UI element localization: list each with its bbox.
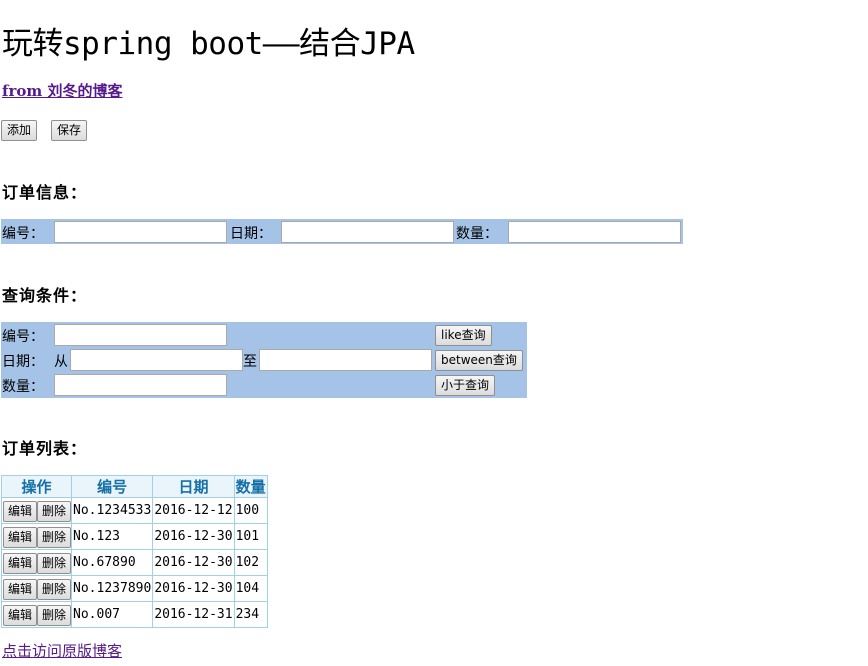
query-form: 编号： like查询 日期： 从 至 between查询 数量： 小于查询 [1, 322, 527, 398]
original-blog-link[interactable]: 点击访问原版博客 [2, 642, 123, 660]
table-row: 编辑删除 No.1237890 2016-12-30 104 [0, 575, 268, 602]
delete-button[interactable]: 删除 [37, 604, 72, 626]
add-button[interactable]: 添加 [1, 120, 38, 141]
row-actions: 编辑删除 [0, 601, 73, 628]
row-quantity: 102 [233, 549, 268, 576]
quantity-label: 数量： [456, 226, 498, 242]
row-date: 2016-12-31 [152, 601, 235, 628]
edit-button[interactable]: 编辑 [3, 500, 38, 522]
row-number: No.007 [71, 601, 154, 628]
less-than-query-button[interactable]: 小于查询 [435, 375, 496, 396]
save-button[interactable]: 保存 [51, 120, 88, 141]
from-label: 从 [54, 354, 68, 370]
row-date: 2016-12-30 [152, 523, 235, 550]
date-from-field[interactable] [70, 349, 243, 371]
between-query-button[interactable]: between查询 [435, 350, 523, 371]
date-field[interactable] [281, 221, 454, 243]
number-label: 编号： [2, 226, 44, 242]
row-number: No.123 [71, 523, 154, 550]
table-row: 编辑删除 No.67890 2016-12-30 102 [0, 549, 268, 576]
order-info-form: 编号： 日期： 数量： [1, 219, 683, 244]
date-label: 日期： [230, 226, 272, 242]
row-number: No.1234533 [71, 497, 154, 524]
query-quantity-label: 数量： [2, 379, 44, 395]
number-field[interactable] [54, 221, 227, 243]
date-to-field[interactable] [259, 349, 432, 371]
to-label: 至 [243, 354, 257, 370]
order-list-heading: 订单列表： [2, 439, 88, 458]
delete-button[interactable]: 删除 [37, 578, 72, 600]
edit-button[interactable]: 编辑 [3, 526, 38, 548]
row-actions: 编辑删除 [0, 497, 73, 524]
edit-button[interactable]: 编辑 [3, 604, 38, 626]
table-header-row: 操作 编号 日期 数量 [0, 475, 268, 498]
row-quantity: 104 [233, 575, 268, 602]
query-number-field[interactable] [54, 324, 227, 346]
row-date: 2016-12-30 [152, 575, 235, 602]
column-header-number: 编号 [71, 475, 154, 498]
edit-button[interactable]: 编辑 [3, 578, 38, 600]
row-number: No.1237890 [71, 575, 154, 602]
delete-button[interactable]: 删除 [37, 552, 72, 574]
row-date: 2016-12-12 [152, 497, 235, 524]
order-table: 操作 编号 日期 数量 编辑删除 No.1234533 2016-12-12 1… [0, 475, 268, 628]
column-header-date: 日期 [152, 475, 235, 498]
query-date-label: 日期： [2, 354, 44, 370]
query-heading: 查询条件： [2, 286, 88, 305]
row-actions: 编辑删除 [0, 523, 73, 550]
row-actions: 编辑删除 [0, 549, 73, 576]
row-quantity: 100 [233, 497, 268, 524]
delete-button[interactable]: 删除 [37, 526, 72, 548]
blog-link[interactable]: from 刘冬的博客 [2, 82, 123, 100]
column-header-actions: 操作 [0, 475, 73, 498]
query-number-label: 编号： [2, 329, 44, 345]
column-header-quantity: 数量 [233, 475, 268, 498]
table-row: 编辑删除 No.123 2016-12-30 101 [0, 523, 268, 550]
row-quantity: 234 [233, 601, 268, 628]
quantity-field[interactable] [508, 221, 681, 243]
row-date: 2016-12-30 [152, 549, 235, 576]
order-info-heading: 订单信息： [2, 183, 88, 202]
like-query-button[interactable]: like查询 [435, 325, 492, 346]
table-row: 编辑删除 No.1234533 2016-12-12 100 [0, 497, 268, 524]
row-quantity: 101 [233, 523, 268, 550]
edit-button[interactable]: 编辑 [3, 552, 38, 574]
row-number: No.67890 [71, 549, 154, 576]
table-row: 编辑删除 No.007 2016-12-31 234 [0, 601, 268, 628]
query-quantity-field[interactable] [54, 374, 227, 396]
delete-button[interactable]: 删除 [37, 500, 72, 522]
row-actions: 编辑删除 [0, 575, 73, 602]
page-title: 玩转spring boot——结合JPA [2, 26, 415, 62]
